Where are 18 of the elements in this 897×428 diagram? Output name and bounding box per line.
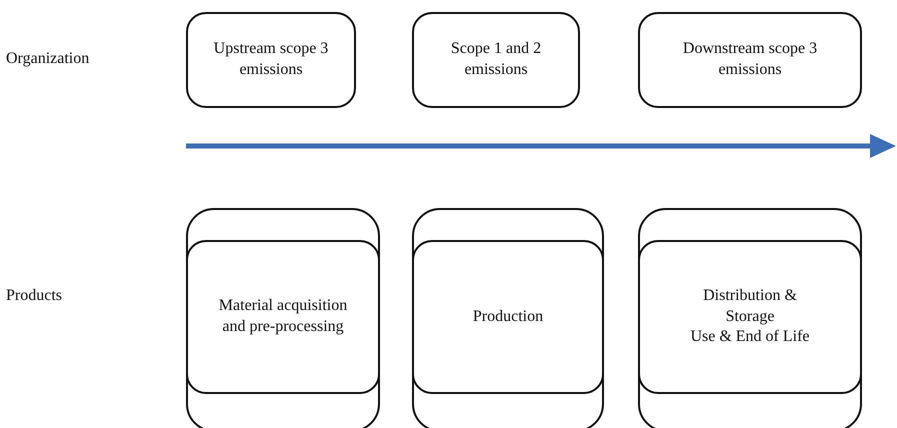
- row-label: Organization: [6, 50, 90, 68]
- stage-box: [638, 240, 862, 394]
- outer-box: [186, 208, 380, 428]
- stage-box: [186, 240, 380, 394]
- outer-box: [638, 208, 862, 428]
- row-label: Products: [6, 287, 62, 305]
- box-text: Use & End of Life: [690, 327, 810, 348]
- scope-box: [186, 12, 356, 108]
- outer-box: [412, 208, 604, 428]
- box-text: Material acquisition and pre-processing: [218, 296, 348, 337]
- scope-box: [412, 12, 580, 108]
- box-text: Scope 1 and 2 emissions: [450, 39, 542, 80]
- stage-box: [412, 240, 604, 394]
- box-text: Downstream scope 3 emissions: [682, 39, 818, 80]
- box-text: Distribution & Storage: [702, 286, 798, 327]
- scope-box: [638, 12, 862, 108]
- box-text: Production: [472, 306, 544, 327]
- box-text: Upstream scope 3 emissions: [212, 39, 330, 80]
